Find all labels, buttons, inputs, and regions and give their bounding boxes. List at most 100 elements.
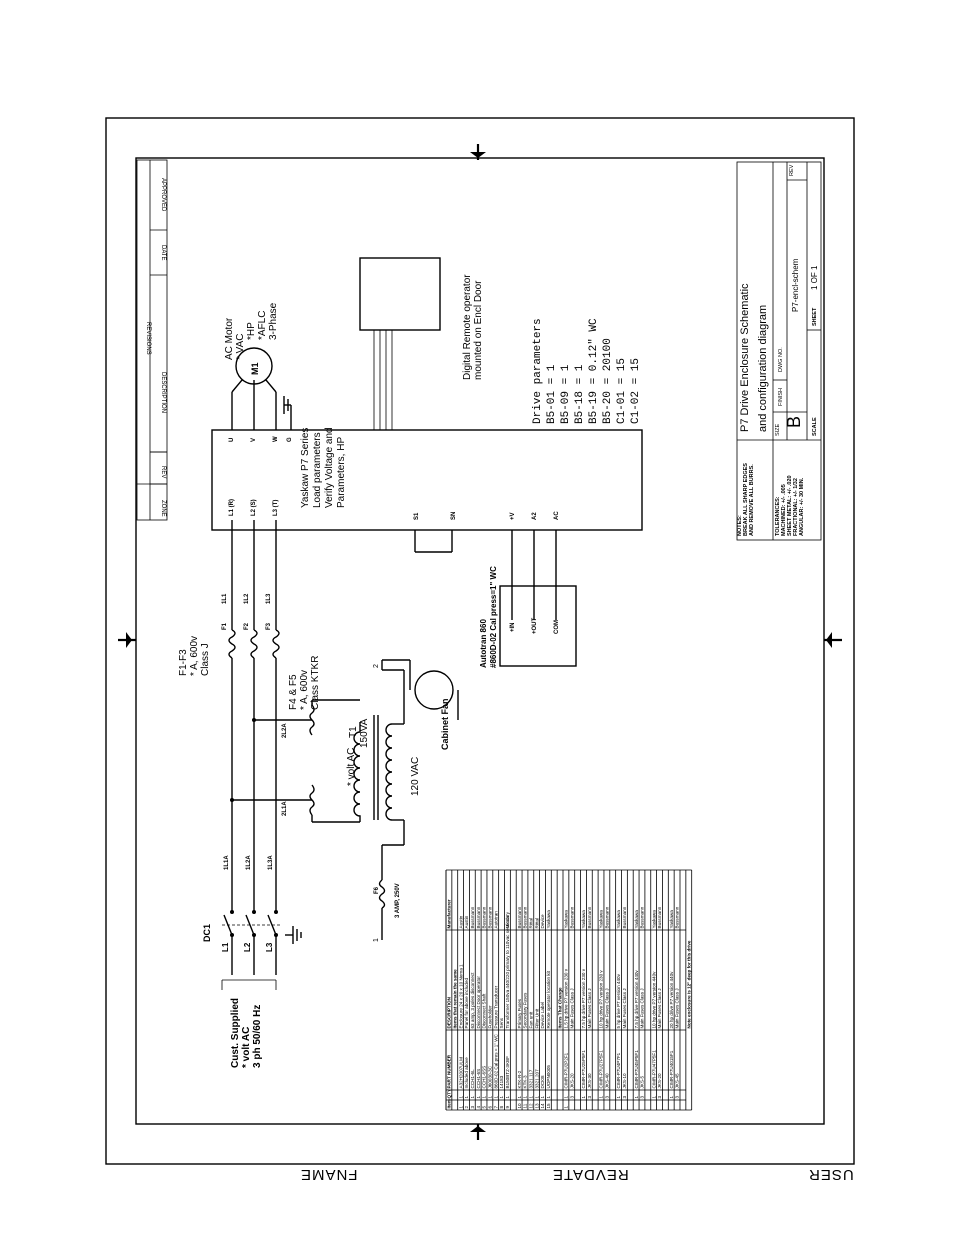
bom-cell: Primary Fuses	[517, 998, 522, 1028]
drive-v: V	[251, 438, 257, 442]
bom-cell: 1	[651, 1096, 656, 1099]
bom-cell: Bussmann	[482, 906, 487, 928]
drive-a2: A2	[532, 512, 538, 520]
drive-s1: S1	[414, 512, 420, 520]
secondary-voltage: 120 VAC	[410, 757, 421, 796]
s1-sn-jumper	[414, 530, 453, 553]
rev-head-description: DESCRIPTION	[160, 372, 166, 413]
sheet-label: SHEET	[812, 307, 818, 326]
bom-cell: Device	[540, 914, 545, 928]
bom-cell: 10 hp drive P7 version 440v	[651, 971, 656, 1029]
remote-operator: Digital Remote operator mounted on Encl …	[359, 257, 484, 430]
bom-cell: JKS-20	[657, 1073, 662, 1089]
zone-marks	[118, 144, 842, 1140]
disconnect-switch	[222, 900, 282, 975]
bom-cell: 1	[488, 1096, 493, 1099]
bom-cell: Main Fuses Class J	[675, 988, 680, 1028]
scale-label: SCALE	[812, 417, 818, 436]
bom-header-2: PART NUMBER	[447, 1054, 452, 1088]
bom-cell: Main Fuses Class J	[640, 988, 645, 1028]
bom-cell: B150BTZ-3KBF	[505, 1056, 510, 1089]
wire-1l1: 1L1	[222, 593, 228, 604]
transformer-fuses: 2L1A 2L2A F4 & F5 * A, 600v Class KTKR	[232, 656, 321, 822]
size-value: B	[784, 416, 804, 428]
notes-2: AND REMOVE ALL BURRS.	[749, 464, 755, 536]
bom-cell: 1	[616, 1096, 621, 1099]
drive-l3: L3 (T)	[273, 500, 279, 516]
bom-cell: 1	[470, 1096, 475, 1099]
transformer-t1: * volt AC 120 VAC T1 150VA	[312, 699, 421, 845]
ground-symbol	[285, 926, 302, 944]
bom-cell: 3321.117	[528, 1069, 533, 1088]
bom-cell: Yaskawa	[651, 910, 656, 929]
bom-cell: Rittal	[534, 918, 539, 928]
bom-cell: 13	[534, 1103, 539, 1109]
bom-cell: Yaskawa	[564, 910, 569, 929]
bom-cell: Included above	[464, 1057, 469, 1089]
bom-cell: 12	[528, 1103, 533, 1109]
bom-cell: 1	[528, 1096, 533, 1099]
bom-cell: Yaskawa	[634, 910, 639, 929]
transducer-pin-in: +IN	[510, 622, 516, 632]
bom-cell: 3	[657, 1096, 662, 1099]
main-fuses-label-3: Class J	[200, 643, 211, 676]
bom-cell: Transformer 150va 440/220 primary to 110…	[505, 911, 510, 1028]
bom-cell: 3	[675, 1096, 680, 1099]
footer-fname: FNAME	[300, 1166, 358, 1183]
title-line-2: and configuration diagram	[757, 305, 769, 432]
main-fuses: F1-F3 * A, 600v Class J F1 F2 F3 1L1 1L2…	[178, 593, 280, 676]
bom-cell: Secondary Fuses	[523, 992, 528, 1028]
motor-label-2: * VAC	[235, 334, 246, 361]
bom-cell: 1	[482, 1096, 487, 1099]
bom-cell: Yaskawa	[599, 910, 604, 929]
bom-cell: CIMR-P7U2P2F1	[564, 1052, 569, 1088]
bom-cell: Bussmann	[523, 906, 528, 928]
bom-cell: 3	[640, 1096, 645, 1099]
bom-cell: Bussmann	[476, 906, 481, 928]
drive-l2: L2 (S)	[251, 499, 257, 516]
fuse-f6-rating: 3 AMP, 250V	[395, 883, 401, 918]
bom-cell: 2	[464, 1106, 469, 1109]
outer-frame	[105, 117, 855, 1165]
motor-label-1: AC Motor	[224, 317, 235, 360]
bom-cell: 1	[540, 1096, 545, 1099]
rev-label: REV	[789, 164, 795, 176]
drive-g: G	[287, 437, 293, 442]
bom-section-title: Items that remain the same	[452, 969, 457, 1029]
tol-3: FRACTIONAL: +/- 1/32	[793, 478, 799, 536]
wire-1l3a: 1L3A	[268, 855, 274, 870]
bom-section-title: Items That Change	[558, 987, 563, 1029]
bom-cell: 1	[669, 1096, 674, 1099]
supply-label-1: Cust. Supplied	[230, 998, 241, 1068]
bom-cell: JKS-40	[605, 1073, 610, 1089]
tol-2: SHEET METAL: +/- .020	[787, 475, 793, 536]
bom-cell: Austin	[458, 915, 463, 928]
bom-cell: Bussmann	[675, 906, 680, 928]
bom-cell: 9	[505, 1106, 510, 1109]
fuse-f2: F2	[244, 622, 250, 630]
wire-2l1a: 2L1A	[282, 801, 288, 816]
primary-voltage: * volt AC	[346, 748, 357, 786]
bom-cell: 1	[458, 1096, 463, 1099]
param-b5-19: B5-19 = 0.12" WC	[588, 318, 600, 424]
bom-cell: 1	[499, 1096, 504, 1099]
bom-cell: Bussmann	[657, 906, 662, 928]
bom-cell: Disconnect Door operator	[476, 976, 481, 1029]
drive-pv: +V	[510, 512, 516, 520]
bom-cell: Fuseholder	[488, 1005, 493, 1028]
bom-cell: Bussmann	[640, 906, 645, 928]
bom-cell: Main Fuses Class J	[622, 988, 627, 1028]
param-c1-01: C1-01 = 15	[616, 358, 628, 424]
drive-parameters-title: Drive parameters	[532, 318, 544, 424]
main-fuses-label-1: F1-F3	[178, 649, 189, 676]
drive-label-1: Yaskaw P7 Series	[300, 428, 311, 508]
dwg-number: P7-encl-schem	[791, 258, 800, 312]
fuse-f1: F1	[222, 622, 228, 630]
finish-label: FINISH	[778, 388, 784, 406]
bom-cell: 1	[599, 1096, 604, 1099]
fuse-f6: F6	[374, 886, 380, 894]
bom-cell: CIMR-P7U45P5F1	[634, 1050, 639, 1089]
notes-1: BREAK ALL SHARP EDGES	[743, 463, 749, 536]
wire-1l2: 1L2	[244, 593, 250, 604]
